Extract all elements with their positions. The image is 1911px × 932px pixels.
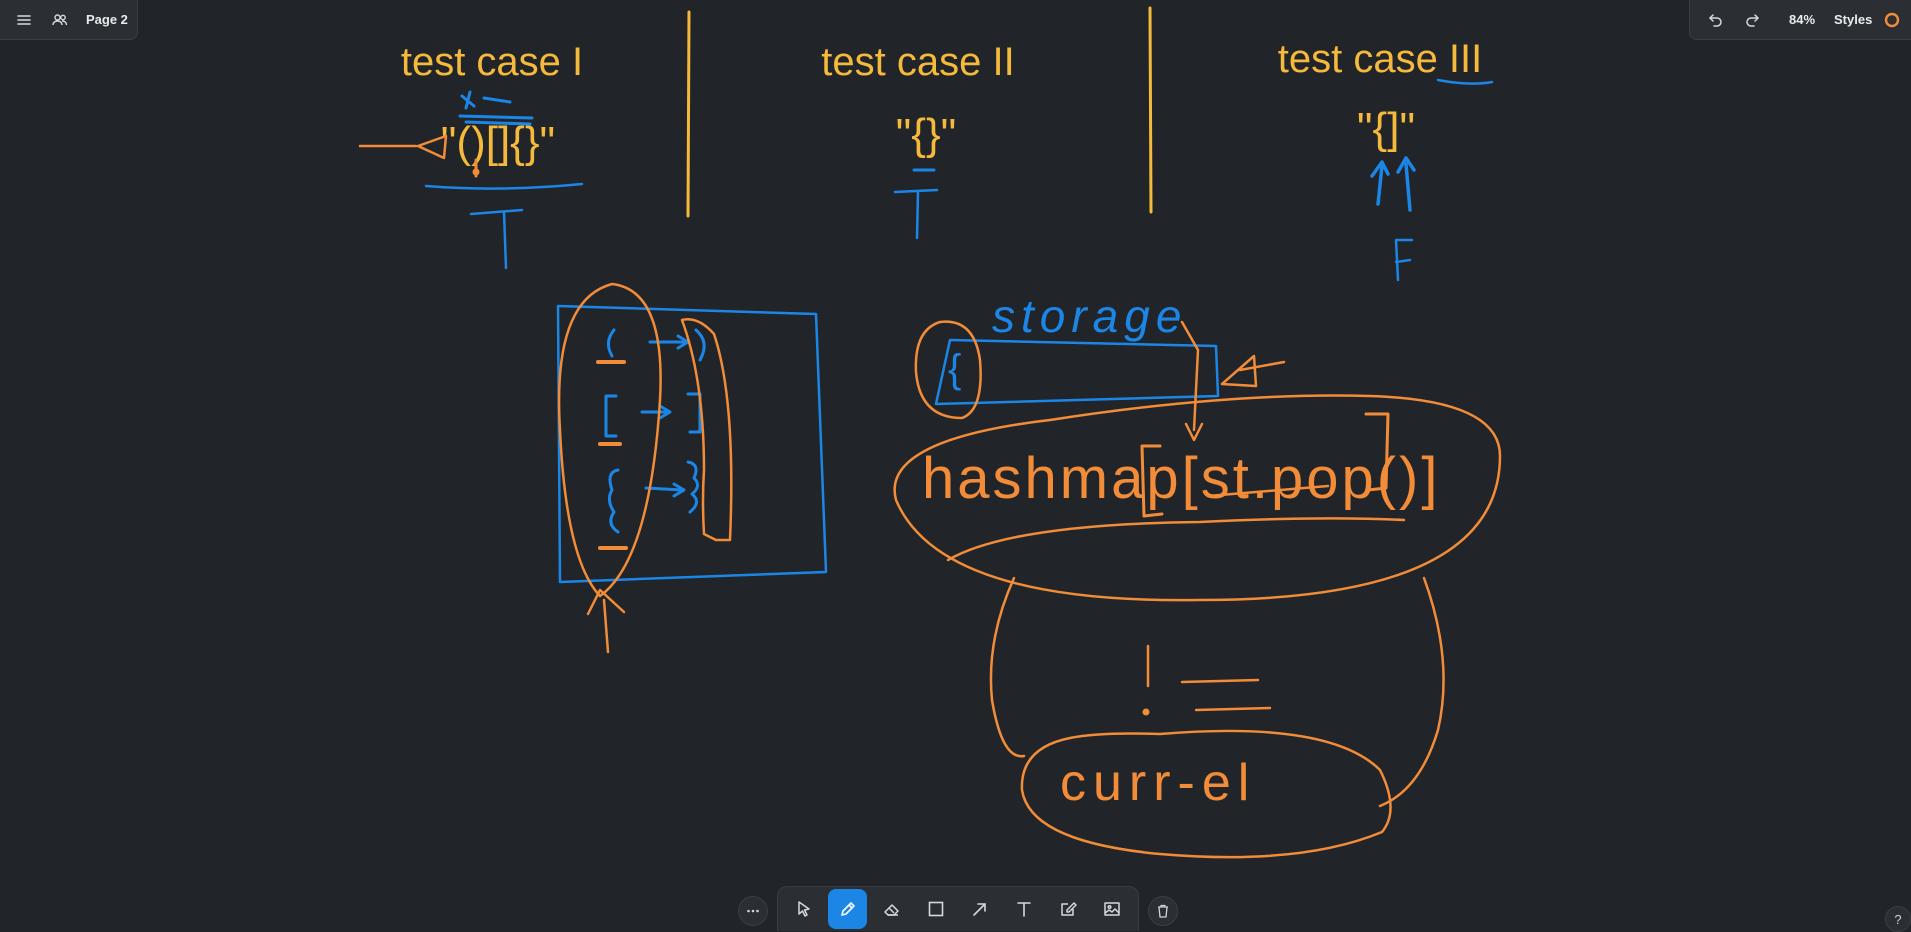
eraser-icon[interactable] [872, 889, 911, 929]
hashmap-expression: hashmap[st.pop()] [922, 446, 1440, 511]
page-menu-panel: Page 2 [0, 0, 138, 40]
storage-item: { [948, 347, 961, 391]
match-arrows [640, 334, 690, 498]
not-equal-dot [1142, 708, 1150, 716]
hashmap-loop [893, 394, 1502, 602]
close-bracket-paren [694, 328, 706, 362]
storage-box [934, 338, 1220, 406]
not-equal-sign [1146, 644, 1272, 712]
open-bracket-curly [607, 468, 620, 534]
trash-icon[interactable] [1148, 896, 1178, 926]
open-bracket-paren [607, 328, 616, 358]
bottom-pointer-arrow [586, 588, 626, 654]
up-arrows-3 [1370, 156, 1416, 212]
divider-line-2 [1148, 6, 1153, 214]
select-icon[interactable] [784, 889, 823, 929]
undo-icon[interactable] [1700, 4, 1732, 36]
text-icon[interactable] [1005, 889, 1044, 929]
history-style-panel: 84% Styles [1689, 0, 1911, 40]
test-case-3-input: "{]" [1357, 104, 1415, 153]
storage-label: storage [992, 290, 1187, 342]
page-name[interactable]: Page 2 [86, 12, 128, 27]
result-t-2 [893, 188, 939, 240]
note-edit-icon[interactable] [1049, 889, 1088, 929]
test-case-2-title: test case II [821, 40, 1014, 84]
help-button[interactable]: ? [1885, 906, 1911, 932]
drawing-toolbar [777, 886, 1139, 931]
hashmap-bracket-right [1364, 412, 1390, 492]
rectangle-icon[interactable] [916, 889, 955, 929]
bracket-box [556, 304, 828, 584]
open-column-loop [557, 282, 662, 598]
open-underlines [596, 360, 628, 550]
hamburger-menu-icon[interactable] [8, 4, 40, 36]
scribble-marks-1 [458, 90, 534, 126]
hashmap-bracket-left [1140, 444, 1164, 518]
pop-extension-line [946, 517, 1406, 562]
close-bracket-square [686, 392, 702, 434]
test-case-1-input: "()[]{}" [441, 118, 555, 167]
more-dots-icon[interactable] [738, 896, 768, 926]
redo-icon[interactable] [1736, 4, 1768, 36]
underline-1 [424, 182, 584, 190]
curr-el-loop [1020, 729, 1392, 859]
zoom-level[interactable]: 84% [1788, 12, 1816, 27]
pop-pointer [1180, 320, 1204, 442]
test-case-2-input: "{}" [896, 110, 957, 159]
test-case-3-title: test case III [1278, 37, 1483, 81]
pointer-arrow-1 [358, 134, 448, 160]
image-icon[interactable] [1093, 889, 1132, 929]
close-column-loop [680, 318, 733, 542]
result-t-1 [469, 208, 524, 270]
draw-pencil-icon[interactable] [828, 889, 868, 929]
close-bracket-curly [686, 460, 699, 514]
result-f-3 [1394, 238, 1414, 282]
arrow-icon[interactable] [961, 889, 1000, 929]
styles-button[interactable]: Styles [1834, 12, 1873, 27]
pointer-dot-1 [472, 168, 480, 176]
storage-item-loop [914, 320, 982, 420]
storage-arrow [1220, 354, 1286, 388]
people-icon[interactable] [44, 4, 76, 36]
title-3-underline [1436, 78, 1494, 85]
open-bracket-square [604, 394, 618, 438]
comparison-loop [989, 576, 1445, 808]
curr-el-label: curr-el [1060, 754, 1256, 812]
pop-underline [1206, 484, 1330, 498]
divider-line-1 [686, 10, 691, 218]
test-case-1-title: test case I [401, 40, 583, 84]
style-color-icon[interactable] [1876, 4, 1908, 36]
